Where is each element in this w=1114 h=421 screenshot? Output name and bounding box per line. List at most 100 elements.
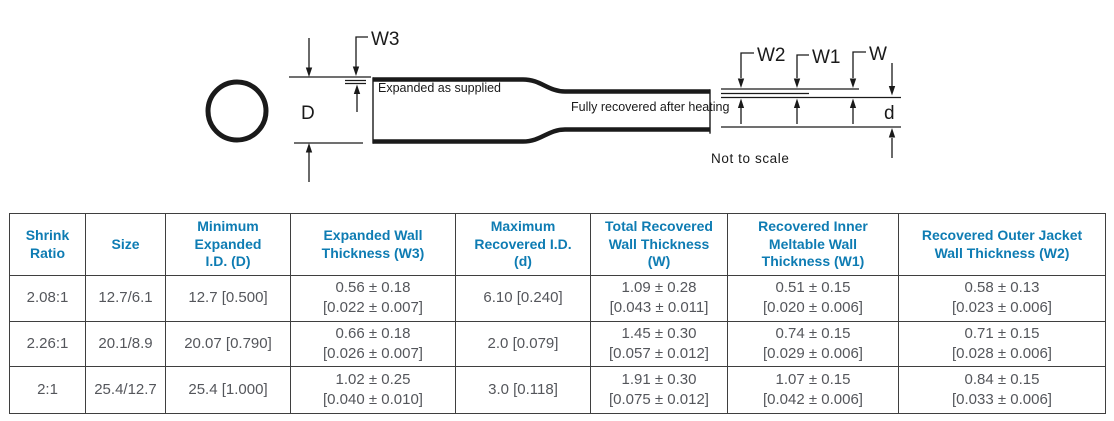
cell-expanded-wall: 0.56 ± 0.18 [0.022 ± 0.007] <box>290 275 456 322</box>
header-row: Shrink Ratio Size Minimum Expanded I.D. … <box>9 213 1106 276</box>
header-total-recovered-wall: Total Recovered Wall Thickness (W) <box>590 213 728 276</box>
cell-min-expanded-id: 20.07 [0.790] <box>165 320 291 367</box>
header-line: Wall Thickness <box>608 235 710 252</box>
cell-line: [0.040 ± 0.010] <box>323 391 423 408</box>
header-line: (W) <box>647 253 671 270</box>
table-row: 2.08:1 12.7/6.1 12.7 [0.500] 0.56 ± 0.18… <box>9 275 1106 322</box>
w1-leader-line <box>796 54 809 78</box>
arrowhead-up <box>793 98 801 108</box>
cell-max-recovered-id: 6.10 [0.240] <box>455 275 591 322</box>
cell-line: 1.45 ± 0.30 <box>621 324 697 342</box>
cell-shrink-ratio: 2.26:1 <box>9 320 86 367</box>
cell-line: [0.028 ± 0.006] <box>952 344 1052 362</box>
cell-line: 0.71 ± 0.15 <box>964 324 1040 342</box>
w3-leader-line <box>355 36 368 67</box>
cell-min-expanded-id: 25.4 [1.000] <box>165 366 291 414</box>
header-line: Wall Thickness (W2) <box>934 244 1070 261</box>
header-line: Recovered I.D. <box>474 235 572 252</box>
arrowhead-up <box>888 128 896 138</box>
header-recovered-outer-jacket: Recovered Outer Jacket Wall Thickness (W… <box>898 213 1106 276</box>
arrowhead-up <box>353 84 361 94</box>
header-line: I.D. (D) <box>205 253 251 270</box>
header-line: Size <box>111 235 140 252</box>
arrowhead-down <box>737 78 745 88</box>
cell-line: 1.02 ± 0.25 <box>335 370 411 388</box>
label-w1: W1 <box>812 47 841 68</box>
recovered-caption: Fully recovered after heating <box>571 100 729 114</box>
cell-line: 25.4/12.7 <box>94 380 157 398</box>
cell-outer-jacket-wall: 0.84 ± 0.15 [0.033 ± 0.006] <box>898 366 1106 414</box>
tube-bottom-wall <box>373 127 710 144</box>
arrowhead-up <box>737 98 745 108</box>
header-line: Expanded Wall <box>323 226 423 243</box>
arrowhead-up <box>305 143 313 153</box>
cell-line: [0.042 ± 0.006] <box>763 391 863 408</box>
label-w: W <box>869 44 887 65</box>
header-line: (d) <box>514 253 532 270</box>
cell-size: 25.4/12.7 <box>85 366 166 414</box>
cell-total-recovered-wall: 1.45 ± 0.30 [0.057 ± 0.012] <box>590 320 728 367</box>
cell-line: 2.26:1 <box>26 334 69 352</box>
label-expanded-id: D <box>301 103 315 124</box>
cell-size: 12.7/6.1 <box>85 275 166 322</box>
header-max-recovered-id: Maximum Recovered I.D. (d) <box>455 213 591 276</box>
cell-line: 25.4 [1.000] <box>188 380 268 398</box>
header-line: Thickness (W3) <box>321 244 425 261</box>
cell-inner-meltable-wall: 0.74 ± 0.15 [0.029 ± 0.006] <box>727 320 899 367</box>
cell-line: 12.7 [0.500] <box>188 289 268 307</box>
cell-total-recovered-wall: 1.91 ± 0.30 [0.075 ± 0.012] <box>590 366 728 414</box>
header-line: Expanded <box>194 235 262 252</box>
w-leader-line <box>852 51 866 78</box>
arrowhead-down <box>352 66 360 76</box>
cell-expanded-wall: 0.66 ± 0.18 [0.026 ± 0.007] <box>290 320 456 367</box>
cell-line: 2:1 <box>37 380 58 398</box>
cell-line: 0.58 ± 0.13 <box>964 279 1040 296</box>
cell-line: [0.057 ± 0.012] <box>609 344 709 362</box>
cell-line: 12.7/6.1 <box>98 289 153 307</box>
header-line: Ratio <box>30 244 65 261</box>
cell-max-recovered-id: 2.0 [0.079] <box>455 320 591 367</box>
header-min-expanded-id: Minimum Expanded I.D. (D) <box>165 213 291 276</box>
header-size: Size <box>85 213 166 276</box>
table-row: 2:1 25.4/12.7 25.4 [1.000] 1.02 ± 0.25 [… <box>9 366 1106 414</box>
cell-line: [0.023 ± 0.006] <box>952 299 1052 317</box>
cell-line: 2.08:1 <box>26 289 69 307</box>
arrowhead-down <box>849 78 857 88</box>
cell-outer-jacket-wall: 0.58 ± 0.13 [0.023 ± 0.006] <box>898 275 1106 322</box>
header-line: Minimum <box>197 217 259 234</box>
arrowhead-down <box>793 78 801 88</box>
header-line: Shrink <box>25 226 70 243</box>
cell-line: [0.033 ± 0.006] <box>952 391 1052 408</box>
cell-inner-meltable-wall: 1.07 ± 0.15 [0.042 ± 0.006] <box>727 366 899 414</box>
expanded-caption: Expanded as supplied <box>378 81 501 95</box>
cell-inner-meltable-wall: 0.51 ± 0.15 [0.020 ± 0.006] <box>727 275 899 322</box>
tube-top-wall <box>373 77 710 94</box>
spec-table: Shrink Ratio Size Minimum Expanded I.D. … <box>9 213 1106 414</box>
cell-line: 1.91 ± 0.30 <box>621 370 697 388</box>
header-line: Maximum <box>490 217 556 234</box>
arrowhead-down <box>888 86 896 96</box>
cell-line: [0.029 ± 0.006] <box>763 344 863 362</box>
cell-size: 20.1/8.9 <box>85 320 166 367</box>
cell-min-expanded-id: 12.7 [0.500] <box>165 275 291 322</box>
w2-leader-line <box>740 52 754 78</box>
cell-line: [0.022 ± 0.007] <box>323 299 423 317</box>
cell-max-recovered-id: 3.0 [0.118] <box>455 366 591 414</box>
cell-line: 0.74 ± 0.15 <box>775 324 851 342</box>
cell-line: [0.075 ± 0.012] <box>609 391 709 408</box>
cell-line: 0.84 ± 0.15 <box>964 370 1040 388</box>
cell-line: 1.09 ± 0.28 <box>621 279 697 296</box>
cell-shrink-ratio: 2:1 <box>9 366 86 414</box>
header-recovered-inner-meltable: Recovered Inner Meltable Wall Thickness … <box>727 213 899 276</box>
cell-line: [0.026 ± 0.007] <box>323 344 423 362</box>
arrowhead-down <box>305 67 313 77</box>
cell-outer-jacket-wall: 0.71 ± 0.15 [0.028 ± 0.006] <box>898 320 1106 367</box>
label-w2: W2 <box>757 45 786 66</box>
cell-shrink-ratio: 2.08:1 <box>9 275 86 322</box>
cell-line: 0.51 ± 0.15 <box>775 279 851 296</box>
cell-line: 6.10 [0.240] <box>483 289 563 307</box>
header-line: Thickness (W1) <box>761 253 865 270</box>
header-line: Meltable Wall <box>768 235 858 252</box>
cell-expanded-wall: 1.02 ± 0.25 [0.040 ± 0.010] <box>290 366 456 414</box>
